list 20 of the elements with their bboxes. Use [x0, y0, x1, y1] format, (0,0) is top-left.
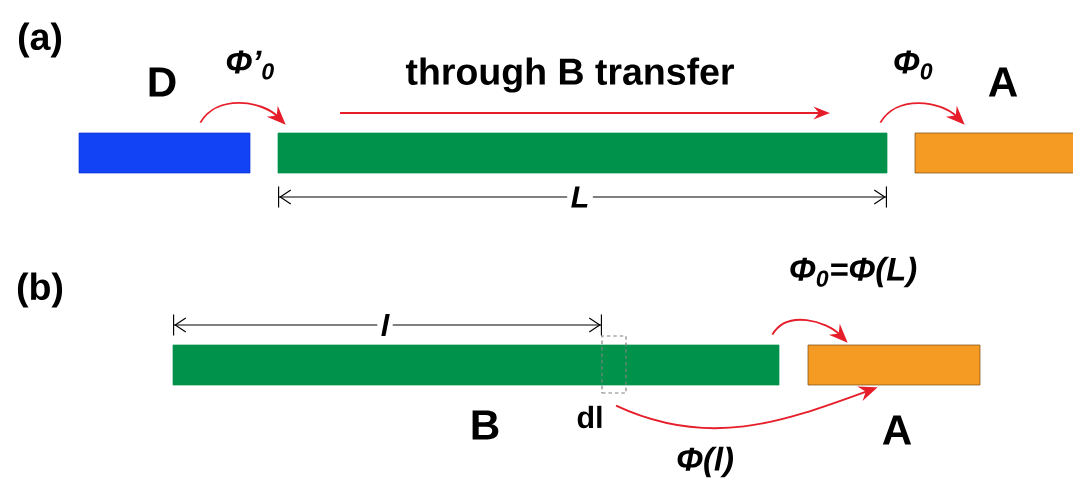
bar: [807, 344, 981, 386]
bar-label: dl: [577, 405, 602, 429]
edge-label: Φ’$_{0}$: [226, 50, 274, 80]
edge-label: Φ$_{0}$=Φ(L): [790, 256, 917, 288]
bar-label: A: [988, 67, 1018, 97]
bar: [78, 132, 251, 174]
dashed-box: [601, 335, 627, 394]
dimension-label: L: [567, 183, 593, 211]
bar: [172, 344, 780, 386]
bar-label: D: [149, 67, 176, 97]
bar-label: B: [472, 410, 499, 440]
bar-label: A: [882, 415, 912, 445]
dimension-label: l: [377, 310, 393, 340]
edge-label: Φ(l): [677, 446, 733, 478]
panel-label: (a): [18, 22, 62, 58]
bar: [277, 132, 888, 174]
edge-label: Φ$_{0}$: [894, 50, 933, 80]
process-label: through B transfer: [405, 57, 734, 93]
panel-label: (b): [17, 272, 63, 308]
bar: [914, 132, 1073, 174]
